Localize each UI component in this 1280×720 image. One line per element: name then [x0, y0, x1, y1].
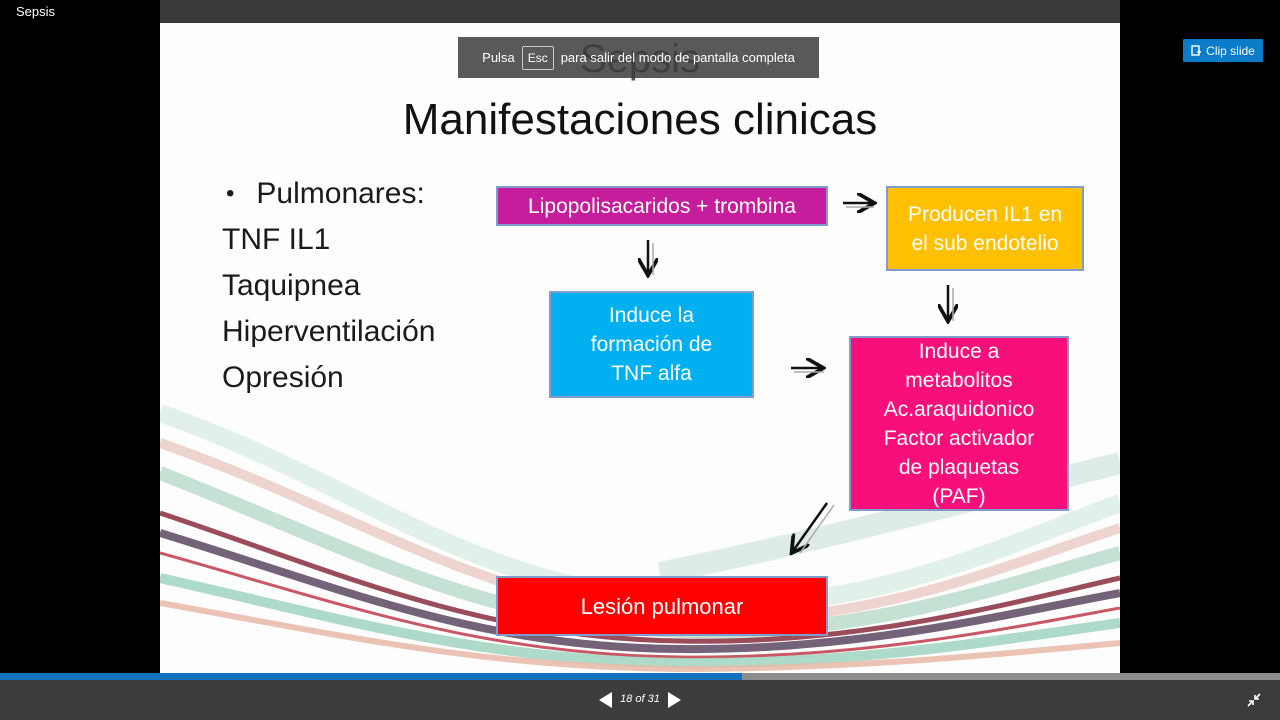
box-line: de plaquetas [898, 455, 1020, 479]
toast-prefix: Pulsa [482, 50, 515, 65]
box-line: Induce la [608, 304, 695, 327]
arrow-down-icon [648, 240, 653, 275]
arrow-down-left-icon [793, 502, 835, 553]
box-line: Ac.araquidonico [883, 397, 1035, 421]
box-line: Induce a [918, 339, 1000, 363]
list-item: Taquipnea [222, 269, 361, 302]
arrow-right-icon [791, 368, 824, 372]
box-label: Lipopolisacaridos + trombina [528, 194, 796, 218]
flow-arrows [160, 23, 1120, 673]
list-item: Hiperventilación [222, 315, 436, 348]
list-heading: • Pulmonares: [222, 171, 435, 217]
triangle-left-icon [599, 692, 612, 708]
collapse-icon [1247, 693, 1261, 707]
box-producen-il1: Producen IL1 en el sub endotelio [886, 186, 1084, 271]
box-induce-metabolitos: Induce a metabolitos Ac.araquidonico Fac… [849, 336, 1069, 511]
box-line: metabolitos [905, 368, 1013, 392]
document-title: Sepsis [16, 4, 56, 19]
box-line: Factor activador [883, 426, 1035, 450]
slide-title: Manifestaciones clinicas [402, 95, 878, 144]
esc-key-badge: Esc [521, 45, 554, 70]
fullscreen-exit-toast: Pulsa Esc para salir del modo de pantall… [458, 37, 819, 78]
progress-fill [0, 673, 743, 680]
box-induce-tnf: Induce la formación de TNF alfa [549, 291, 754, 398]
slide: Sepsis Manifestaciones clinicas • Pulmon… [160, 23, 1120, 673]
list-item: TNF IL1 [222, 223, 331, 256]
triangle-right-icon [668, 692, 681, 708]
previous-slide-button[interactable] [598, 692, 614, 708]
box-lipopolisacaridos: Lipopolisacaridos + trombina [496, 186, 828, 226]
arrow-right-icon [843, 203, 874, 207]
next-slide-button[interactable] [666, 692, 682, 708]
list-item: Opresión [222, 361, 344, 394]
arrow-down-icon [948, 285, 953, 321]
clip-slide-label: Clip slide [1206, 43, 1255, 58]
slide-top-bar [160, 0, 1120, 23]
box-lesion-pulmonar: Lesión pulmonar [496, 576, 828, 636]
clip-slide-button[interactable]: Clip slide [1183, 39, 1263, 62]
progress-bar[interactable] [0, 673, 1280, 680]
box-line: TNF alfa [611, 362, 692, 385]
box-line: formación de [590, 333, 713, 356]
exit-fullscreen-button[interactable] [1246, 692, 1262, 708]
page-counter: 18 of 31 [620, 693, 660, 705]
bottom-toolbar: 18 of 31 [0, 680, 1280, 720]
box-line: (PAF) [932, 484, 986, 508]
clip-icon [1191, 44, 1202, 56]
box-line: Producen IL1 en [907, 202, 1063, 226]
bullet-icon: • [226, 180, 235, 207]
box-line: el sub endotelio [911, 231, 1059, 255]
toast-suffix: para salir del modo de pantalla completa [560, 50, 795, 65]
box-label: Lesión pulmonar [580, 593, 744, 619]
list-heading-text: Pulmonares: [256, 177, 425, 210]
symptom-list: • Pulmonares: TNF IL1 Taquipnea Hiperven… [222, 171, 435, 401]
